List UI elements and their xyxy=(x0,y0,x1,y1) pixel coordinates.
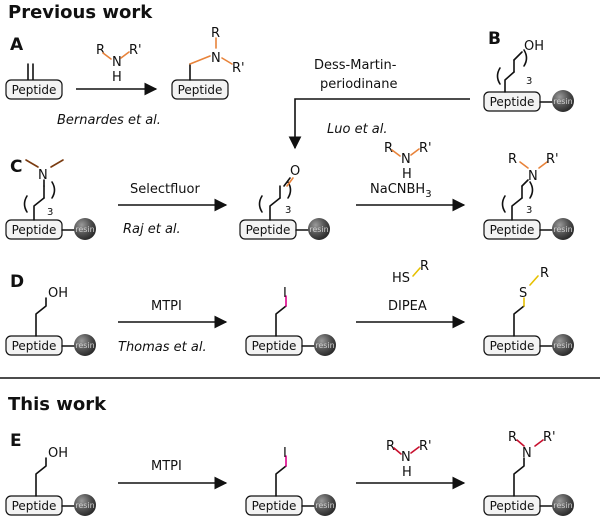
svg-text:Peptide: Peptide xyxy=(252,499,297,513)
svg-text:Peptide: Peptide xyxy=(246,223,291,237)
iodo-peptide-resin-e: Peptide resin I xyxy=(245,446,336,516)
reagent-dipea: DIPEA xyxy=(388,299,427,314)
svg-text:R: R xyxy=(386,439,395,454)
svg-text:R': R' xyxy=(543,430,556,445)
svg-text:R: R xyxy=(211,26,220,41)
dess-martin-arrow xyxy=(288,98,470,150)
resin-bead-icon xyxy=(552,90,574,112)
reagent-dess-martin-line2: periodinane xyxy=(320,77,397,92)
svg-text:N: N xyxy=(401,450,411,465)
svg-text:N: N xyxy=(112,55,122,70)
svg-text:resin: resin xyxy=(75,341,95,350)
svg-text:R: R xyxy=(540,266,549,281)
dehydroalanine-peptide: Peptide xyxy=(5,63,63,100)
svg-text:3: 3 xyxy=(526,205,532,216)
svg-text:OH: OH xyxy=(48,286,68,301)
reagent-nacnbh3: NaCNBH3 xyxy=(370,182,432,200)
reagent-mtpi-e: MTPI xyxy=(151,459,182,474)
svg-text:H: H xyxy=(402,167,412,182)
citation-raj: Raj et al. xyxy=(123,222,181,237)
reagent-mtpi-d: MTPI xyxy=(151,299,182,314)
svg-text:Peptide: Peptide xyxy=(178,83,223,97)
svg-text:S: S xyxy=(519,286,527,301)
hydroxyl-peptide-resin-b: Peptide resin 3 OH xyxy=(483,39,574,112)
secondary-amine-reagent-c: R N H R' xyxy=(384,141,432,182)
amine-peptide-product-a: Peptide N R R' xyxy=(171,26,245,100)
svg-text:OH: OH xyxy=(524,39,544,54)
svg-text:R': R' xyxy=(129,43,142,58)
svg-text:3: 3 xyxy=(526,76,532,87)
svg-text:Peptide: Peptide xyxy=(490,339,535,353)
svg-text:R': R' xyxy=(419,439,432,454)
svg-text:3: 3 xyxy=(47,207,53,218)
svg-text:resin: resin xyxy=(309,225,329,234)
svg-text:resin: resin xyxy=(553,501,573,510)
thioether-peptide-resin-d: Peptide resin S R xyxy=(483,266,574,356)
svg-text:HS: HS xyxy=(392,271,410,286)
secondary-amine-reagent-e: R N H R' xyxy=(386,439,432,480)
svg-text:Peptide: Peptide xyxy=(490,499,535,513)
svg-text:R: R xyxy=(384,141,393,156)
svg-text:R': R' xyxy=(419,141,432,156)
svg-text:resin: resin xyxy=(553,97,573,106)
svg-text:H: H xyxy=(402,465,412,480)
svg-text:N: N xyxy=(401,152,411,167)
reagent-selectfluor: Selectfluor xyxy=(130,182,200,197)
citation-bernardes: Bernardes et al. xyxy=(57,113,161,128)
svg-text:R: R xyxy=(508,152,517,167)
panel-label-d: D xyxy=(10,272,24,292)
svg-text:R: R xyxy=(96,43,105,58)
aldehyde-peptide-resin: Peptide resin 3 O xyxy=(239,164,330,240)
svg-text:3: 3 xyxy=(285,205,291,216)
hydroxyl-peptide-resin-e: Peptide resin OH xyxy=(5,446,96,516)
svg-text:resin: resin xyxy=(553,225,573,234)
svg-text:H: H xyxy=(112,70,122,85)
svg-text:OH: OH xyxy=(48,446,68,461)
dimethylamine-peptide-resin-c: Peptide resin 3 N xyxy=(5,159,96,240)
panel-label-a: A xyxy=(10,35,24,55)
panel-label-e: E xyxy=(10,431,22,451)
svg-text:I: I xyxy=(283,286,287,301)
svg-text:R: R xyxy=(508,430,517,445)
peptide-label: Peptide xyxy=(12,83,57,97)
svg-text:N: N xyxy=(38,168,48,183)
svg-text:resin: resin xyxy=(75,225,95,234)
previous-work-heading: Previous work xyxy=(8,2,153,23)
svg-text:O: O xyxy=(290,164,300,179)
iodo-peptide-resin-d: Peptide resin I xyxy=(245,286,336,356)
svg-text:Peptide: Peptide xyxy=(12,223,57,237)
this-work-heading: This work xyxy=(8,394,107,415)
citation-luo: Luo et al. xyxy=(327,122,388,137)
svg-text:resin: resin xyxy=(315,501,335,510)
svg-text:N: N xyxy=(528,169,538,184)
svg-text:resin: resin xyxy=(315,341,335,350)
amine-peptide-resin-product-c: Peptide resin 3 N R R' xyxy=(483,152,574,240)
svg-text:R': R' xyxy=(232,61,245,76)
svg-text:R': R' xyxy=(546,152,559,167)
svg-text:Peptide: Peptide xyxy=(12,339,57,353)
svg-text:N: N xyxy=(522,446,532,461)
svg-text:resin: resin xyxy=(553,341,573,350)
secondary-amine-reagent-a: R N H R' xyxy=(96,43,142,85)
svg-text:Peptide: Peptide xyxy=(490,223,535,237)
citation-thomas: Thomas et al. xyxy=(118,340,207,355)
svg-text:R: R xyxy=(420,259,429,274)
panel-label-c: C xyxy=(10,157,22,177)
svg-text:resin: resin xyxy=(75,501,95,510)
panel-label-b: B xyxy=(488,29,501,49)
svg-text:Peptide: Peptide xyxy=(12,499,57,513)
svg-text:N: N xyxy=(211,51,221,66)
amine-peptide-resin-product-e: Peptide resin N R R' xyxy=(483,430,574,516)
svg-text:Peptide: Peptide xyxy=(490,95,535,109)
svg-text:I: I xyxy=(283,446,287,461)
reagent-dess-martin-line1: Dess-Martin- xyxy=(314,58,397,73)
hydroxyl-peptide-resin-d: Peptide resin OH xyxy=(5,286,96,356)
thiol-reagent-d: HS R xyxy=(392,259,429,286)
svg-text:Peptide: Peptide xyxy=(252,339,297,353)
